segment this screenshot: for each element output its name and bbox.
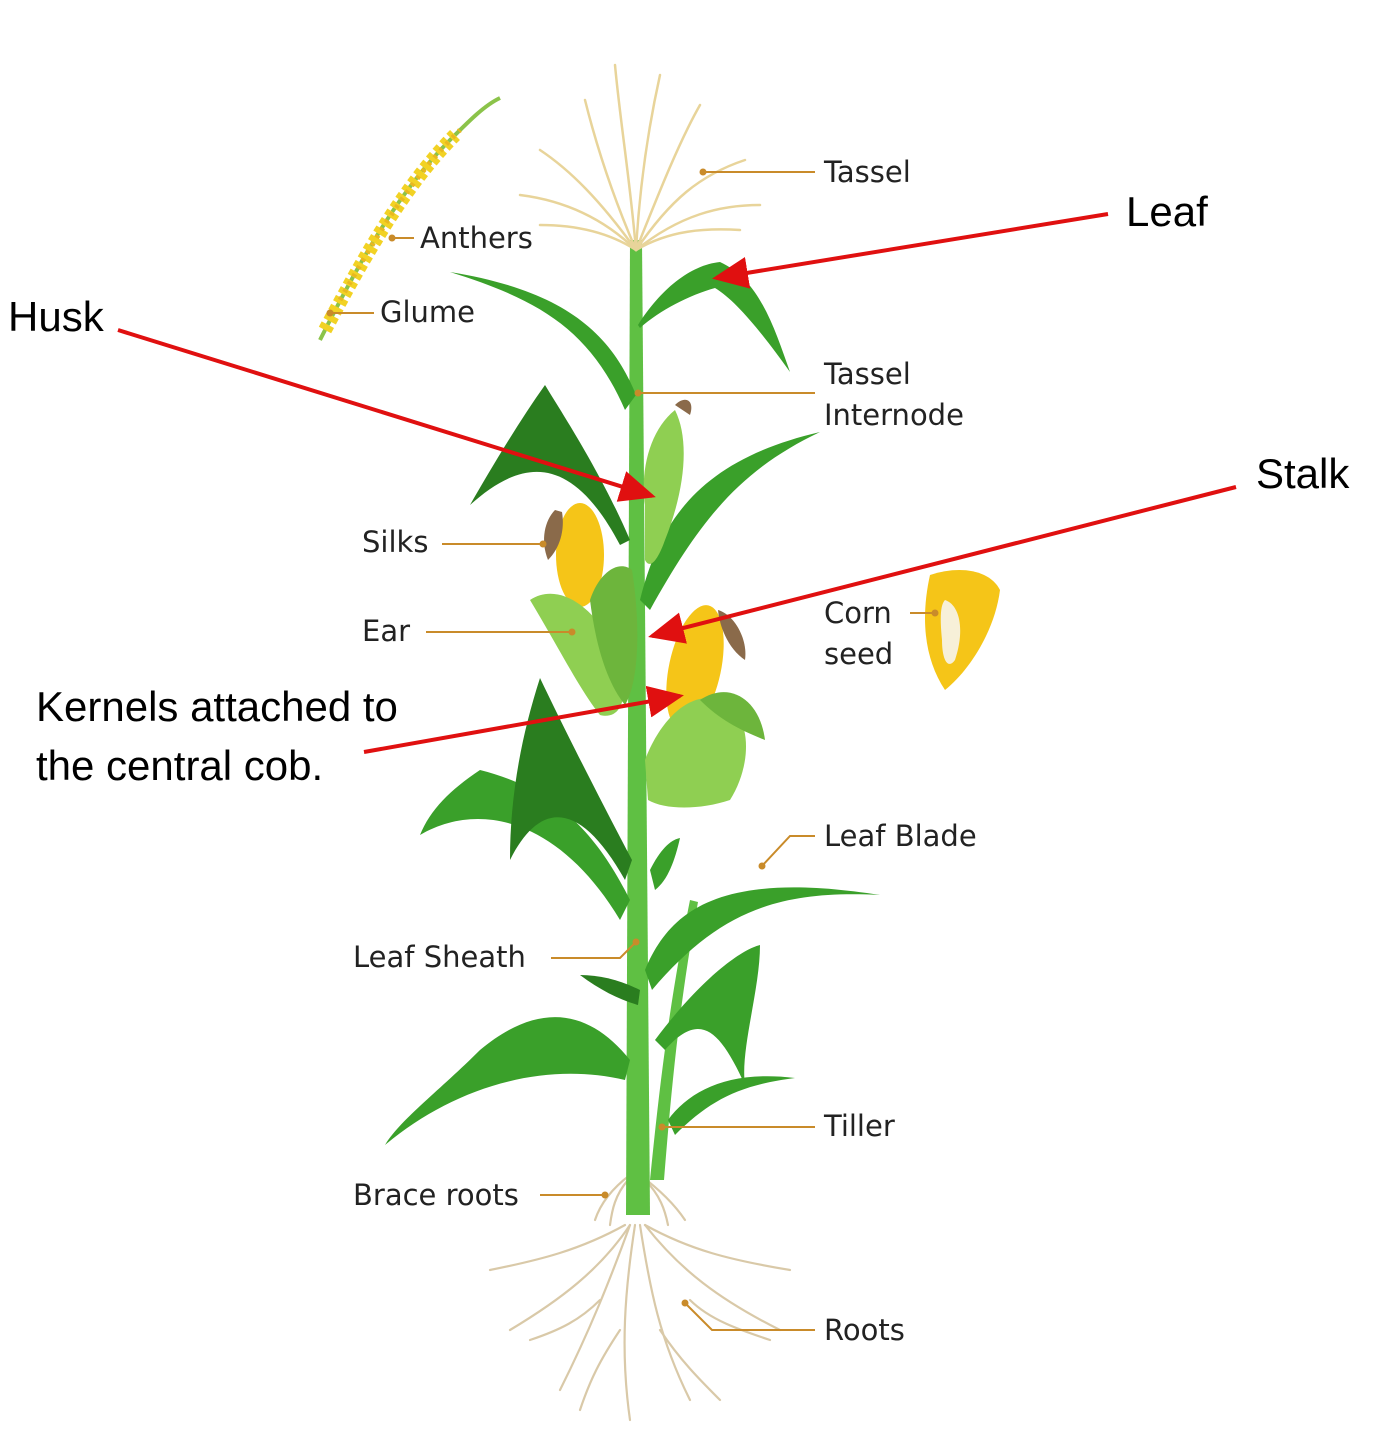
husk-arrow [118,330,652,496]
annotation-stalk: Stalk [1256,450,1350,497]
label-silks: Silks [362,525,428,559]
label-tassel: Tassel [823,155,911,189]
annotation-kernels-line1: Kernels attached to [36,683,398,730]
label-ear: Ear [362,614,410,648]
annotation-leaf: Leaf [1126,188,1208,235]
label-tassel-internode-line1: Tassel [823,357,911,391]
label-tiller: Tiller [823,1109,895,1143]
tassel-illustration [520,65,760,250]
label-tassel-internode-line2: Internode [824,398,964,432]
label-brace-roots: Brace roots [353,1178,519,1212]
label-leaf-blade: Leaf Blade [824,819,977,853]
corn-seed-illustration [925,570,1000,690]
right-ear-illustration [645,600,765,808]
annotation-kernels-line2: the central cob. [36,742,323,789]
label-leaf-sheath: Leaf Sheath [353,940,526,974]
label-anthers: Anthers [420,221,533,255]
label-roots: Roots [824,1313,905,1347]
label-corn-seed-line1: Corn [824,596,892,630]
label-glume: Glume [380,295,475,329]
label-corn-seed-line2: seed [824,637,893,671]
annotation-husk: Husk [8,293,105,340]
leaf-arrow [716,214,1108,278]
